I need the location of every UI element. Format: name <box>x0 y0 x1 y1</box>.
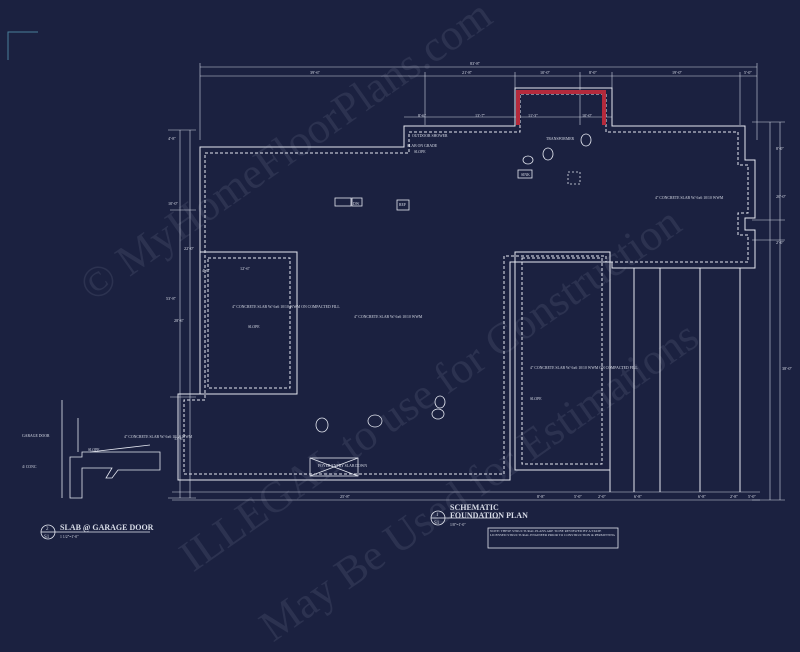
vanity-box <box>517 169 533 179</box>
dim-right-1: 8'-0" <box>776 146 784 151</box>
transformer-pad <box>516 90 606 125</box>
fixture-c <box>434 395 446 409</box>
dim-mid-3: 11'-3" <box>528 113 538 118</box>
dim-bot-7: 2'-8" <box>730 494 738 499</box>
label-right-slope: SLOPE <box>530 397 542 401</box>
dim-top-4: 8'-0" <box>589 70 597 75</box>
dim-overall-top: 83'-8" <box>470 61 480 66</box>
detail-label-slope: SLOPE <box>88 448 100 452</box>
sheet-corner-mark <box>7 31 38 60</box>
room-labels: OUTDOOR SHOWER SLAB ON GRADE SLOPE TRANS… <box>232 134 724 468</box>
dim-top-1: 39'-6" <box>310 70 320 75</box>
fixture-a <box>315 417 329 433</box>
shower-drain <box>567 171 581 185</box>
plan-tag-sheet: S1 <box>434 521 440 526</box>
garage-door-detail <box>61 400 161 499</box>
label-transformer: TRANSFORMER <box>546 137 575 141</box>
plan-subtitle: FOUNDATION PLAN <box>450 511 528 520</box>
dim-left-overall: 53'-8" <box>166 296 176 301</box>
detail-tag-number: 2 <box>46 527 49 532</box>
dim-left-4: 13'-6" <box>174 436 184 441</box>
dim-top-5: 19'-0" <box>672 70 682 75</box>
dim-bot-6: 6'-8" <box>698 494 706 499</box>
label-upper-right-slab: 4" CONCRETE SLAB W/ 6x6 10/10 WWM <box>655 196 724 200</box>
label-slope-top: SLOPE <box>414 150 426 154</box>
dim-mid-4: 10'-0" <box>582 113 592 118</box>
fixture-d <box>431 408 445 420</box>
toilet-1 <box>522 155 534 165</box>
right-room-wall <box>514 251 611 471</box>
toilet-2 <box>542 147 554 161</box>
dim-top-3: 10'-0" <box>540 70 550 75</box>
right-room-inner <box>521 257 603 465</box>
label-entry: FOYER ENTRY SLAB DOWN <box>318 464 367 468</box>
structural-note: NOTE: THESE STRUCTURAL PLANS ARE TO BE R… <box>490 529 616 537</box>
dim-left-1: 4'-8" <box>168 136 176 141</box>
detail-tag-sheet: S1 <box>44 535 50 540</box>
label-sink: SINK <box>521 173 530 177</box>
dim-mid-2: 13'-7" <box>475 113 485 118</box>
label-dw: DW <box>353 202 360 206</box>
left-room-inner <box>207 257 291 389</box>
dw-fixture <box>351 197 363 207</box>
detail-label-garage-door: GARAGE DOOR <box>22 434 50 438</box>
fixture-b <box>367 414 383 428</box>
dim-bot-2: 8'-8" <box>537 494 545 499</box>
top-dimension-lines <box>168 63 785 501</box>
detail-scale: 1 1/2"=1'-0" <box>60 535 79 539</box>
ref-fixture <box>396 199 410 211</box>
dim-bot-8: 5'-0" <box>748 494 756 499</box>
detail-labels: GARAGE DOOR 4" CONCRETE SLAB W/ 6x6 10/1… <box>22 434 193 469</box>
detail-label-slab: 4" CONCRETE SLAB W/ 6x6 10/10 WWM <box>124 435 193 439</box>
sink-fixture <box>334 197 352 207</box>
dim-left-2: 10'-0" <box>168 201 178 206</box>
foundation-drawing: 83'-8" 39'-6" 21'-8" 10'-0" 8'-0" 19'-0"… <box>7 31 792 549</box>
foundation-inner-wall <box>183 93 749 475</box>
detail-title-tag <box>40 524 150 540</box>
dim-right-3: 2'-0" <box>776 240 784 245</box>
dim-top-2: 21'-8" <box>462 70 472 75</box>
fixtures <box>309 133 592 477</box>
detail-title: SLAB @ GARAGE DOOR <box>60 523 154 532</box>
label-outdoor-shower: OUTDOOR SHOWER <box>412 134 448 138</box>
label-slab-on-grade: SLAB ON GRADE <box>407 144 438 148</box>
label-left-slope: SLOPE <box>248 325 260 329</box>
label-main-slab: 4" CONCRETE SLAB W/ 6x6 10/10 WWM <box>354 315 423 319</box>
dim-mid-1: 8'-6" <box>418 113 426 118</box>
plan-tag-number: 1 <box>436 513 439 518</box>
dim-right-overall: 38'-0" <box>782 366 792 371</box>
entry-slab-box <box>309 457 359 477</box>
dim-inner-top: 12'-6" <box>240 266 250 271</box>
foundation-walls <box>177 87 756 492</box>
dim-top-6: 5'-0" <box>744 70 752 75</box>
dim-bot-1: 25'-8" <box>340 494 350 499</box>
dim-inner-left: 4'-0" <box>202 268 210 273</box>
structural-note-box <box>487 527 619 549</box>
label-left-slab: 4" CONCRETE SLAB W/ 6x6 10/10 WWM ON COM… <box>232 305 340 309</box>
dim-bot-5: 6'-8" <box>634 494 642 499</box>
dimension-text: 83'-8" 39'-6" 21'-8" 10'-0" 8'-0" 19'-0"… <box>166 61 792 499</box>
label-right-slab: 4" CONCRETE SLAB W/ 6x6 10/10 WWM ON COM… <box>530 366 638 370</box>
plan-title: SCHEMATIC <box>450 503 499 512</box>
dim-left-3: 28'-6" <box>174 318 184 323</box>
plan-title-tag <box>430 510 500 526</box>
label-ref: REF <box>399 203 406 207</box>
detail-slab-section <box>69 451 161 499</box>
dim-right-2: 20'-0" <box>776 194 786 199</box>
detail-label-conc: 4\ CONC <box>22 465 37 469</box>
toilet-3 <box>580 133 592 147</box>
foundation-outer-wall <box>177 87 756 481</box>
dim-bot-4: 2'-0" <box>598 494 606 499</box>
left-room-wall <box>199 251 298 395</box>
plan-scale: 1/8"=1'-0" <box>450 523 466 527</box>
dim-bot-3: 5'-0" <box>574 494 582 499</box>
dim-left-inner: 22'-0" <box>184 246 194 251</box>
